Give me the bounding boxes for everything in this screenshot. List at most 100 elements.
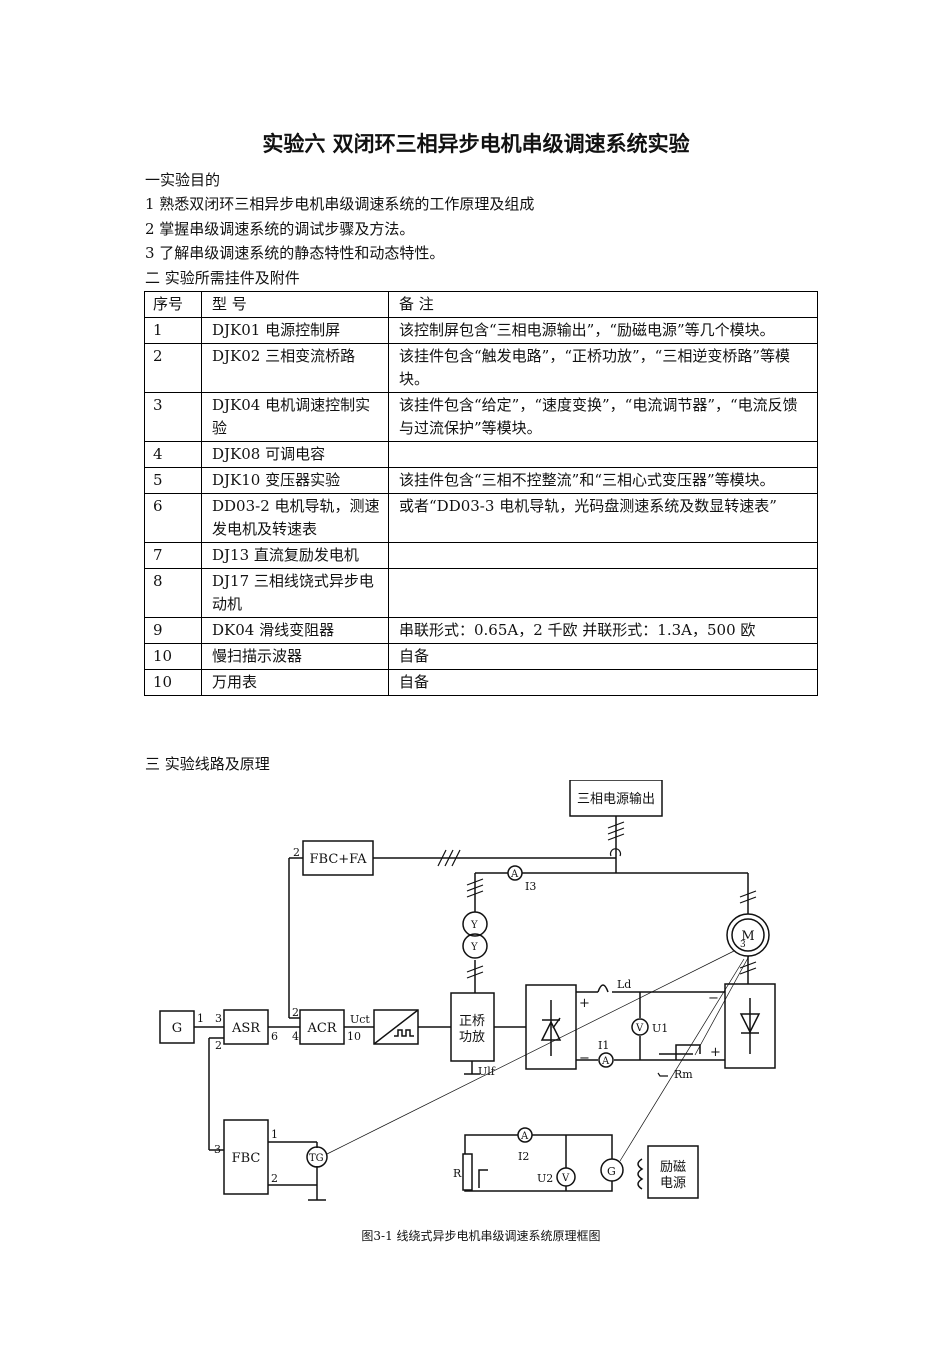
minus-sign: −: [708, 991, 719, 1006]
rm-label: Rm: [674, 1068, 693, 1081]
model-cell: DJ17 三相线饶式异步电动机: [201, 568, 389, 618]
section1-heading: 一实验目的: [145, 171, 221, 189]
g-label: G: [172, 1021, 182, 1036]
objective-item: 3 了解串级调速系统的静态特性和动态特性。: [145, 244, 445, 262]
index-cell: 序号: [144, 291, 202, 318]
remark-cell: 或者“DD03-3 电机导轨，光码盘测速系统及数显转速表”: [388, 493, 818, 543]
remark-cell: [388, 568, 818, 618]
u2-label: U2: [537, 1172, 553, 1185]
ammeter-icon: [517, 1127, 533, 1143]
excitation-label-2: 电源: [660, 1176, 686, 1191]
pin-label: 1: [271, 1128, 278, 1141]
rheostat-r-icon: [462, 1153, 473, 1191]
fbc-fa-label: FBC+FA: [310, 852, 368, 867]
power-output-label: 三相电源输出: [577, 791, 655, 807]
remark-cell: [388, 542, 818, 569]
ammeter-i1-label: A: [601, 1056, 610, 1067]
index-cell: 7: [144, 542, 202, 569]
index-cell: 6: [144, 493, 202, 543]
ammeter-icon: [507, 865, 523, 881]
excitation-label-1: 励磁: [660, 1160, 686, 1175]
remark-cell: 该控制屏包含“三相电源输出”，“励磁电源”等几个模块。: [388, 317, 818, 344]
motor-phase-label: 3: [740, 940, 746, 950]
section2-heading: 二 实验所需挂件及附件: [145, 269, 300, 287]
model-cell: 型 号: [201, 291, 389, 318]
uct-label: Uct: [350, 1013, 370, 1026]
objective-item: 2 掌握串级调速系统的调试步骤及方法。: [145, 220, 415, 238]
voltmeter-u2-label: V: [561, 1173, 570, 1184]
pin-label: 3: [215, 1012, 222, 1025]
ammeter-i3-label: A: [510, 869, 519, 880]
u1-label: U1: [652, 1022, 668, 1035]
index-cell: 8: [144, 568, 202, 618]
model-cell: DJK04 电机调速控制实验: [201, 392, 389, 442]
model-cell: DJ13 直流复励发电机: [201, 542, 389, 569]
i3-label: I3: [525, 880, 536, 893]
fbc-box: [223, 1119, 269, 1195]
r-label: R: [453, 1167, 462, 1180]
fbc-label: FBC: [232, 1151, 261, 1166]
index-cell: 4: [144, 441, 202, 468]
inverter-box: [724, 983, 776, 1069]
bridge-amp-label-2: 功放: [459, 1030, 485, 1045]
remark-cell: 该挂件包含“触发电路”，“正桥功放”，“三相逆变桥路”等模块。: [388, 343, 818, 393]
remark-cell: 该挂件包含“给定”，“速度变换”，“电流调节器”，“电流反馈与过流保护”等模块。: [388, 392, 818, 442]
tachogenerator-icon: [306, 1146, 328, 1168]
remark-cell: 该挂件包含“三相不控整流”和“三相心式变压器”等模块。: [388, 467, 818, 494]
voltmeter-icon: [631, 1018, 649, 1036]
index-cell: 10: [144, 643, 202, 670]
model-cell: DJK01 电源控制屏: [201, 317, 389, 344]
ammeter-i2-label: A: [520, 1131, 529, 1142]
pin-label: 2: [271, 1172, 278, 1185]
index-cell: 3: [144, 392, 202, 442]
pin-label: 6: [271, 1030, 278, 1043]
motor-label: M: [741, 929, 754, 944]
section3-heading: 三 实验线路及原理: [145, 755, 270, 773]
remark-cell: 串联形式：0.65A，2 千欧 并联形式：1.3A，500 欧: [388, 617, 818, 644]
model-cell: DJK08 可调电容: [201, 441, 389, 468]
index-cell: 5: [144, 467, 202, 494]
model-cell: 慢扫描示波器: [201, 643, 389, 670]
pin-label: 10: [347, 1030, 361, 1043]
objective-item: 1 熟悉双闭环三相异步电机串级调速系统的工作原理及组成: [145, 195, 535, 213]
model-cell: DJK02 三相变流桥路: [201, 343, 389, 393]
model-cell: DJK10 变压器实验: [201, 467, 389, 494]
ammeter-icon: [598, 1052, 614, 1068]
pin-label: 2: [293, 846, 300, 859]
index-cell: 1: [144, 317, 202, 344]
i1-label: I1: [598, 1039, 609, 1052]
remark-cell: 自备: [388, 669, 818, 696]
acr-label: ACR: [306, 1021, 337, 1036]
index-cell: 2: [144, 343, 202, 393]
excitation-supply-box: [647, 1145, 699, 1199]
pin-label: 1: [197, 1012, 204, 1025]
transformer-icon: [462, 911, 488, 937]
dc-generator-icon: [600, 1158, 624, 1182]
table-header-row: 序号型 号备 注: [144, 291, 818, 318]
bridge-amp-label-1: 正桥: [459, 1014, 485, 1029]
ld-label: Ld: [617, 978, 631, 991]
asr-label: ASR: [231, 1021, 261, 1036]
tg-label: TG: [309, 1153, 324, 1164]
i2-label: I2: [518, 1150, 529, 1163]
plus-sign: +: [579, 996, 590, 1011]
plus-sign: +: [710, 1045, 721, 1060]
rectifier-box: [525, 984, 577, 1070]
voltmeter-u1-label: V: [635, 1023, 644, 1034]
page-title: 实验六 双闭环三相异步电机串级调速系统实验: [262, 132, 690, 156]
index-cell: 10: [144, 669, 202, 696]
pin-label: 2: [292, 1006, 299, 1019]
index-cell: 9: [144, 617, 202, 644]
transformer-label-1: Y: [470, 920, 478, 931]
generator-label: G: [607, 1165, 616, 1178]
